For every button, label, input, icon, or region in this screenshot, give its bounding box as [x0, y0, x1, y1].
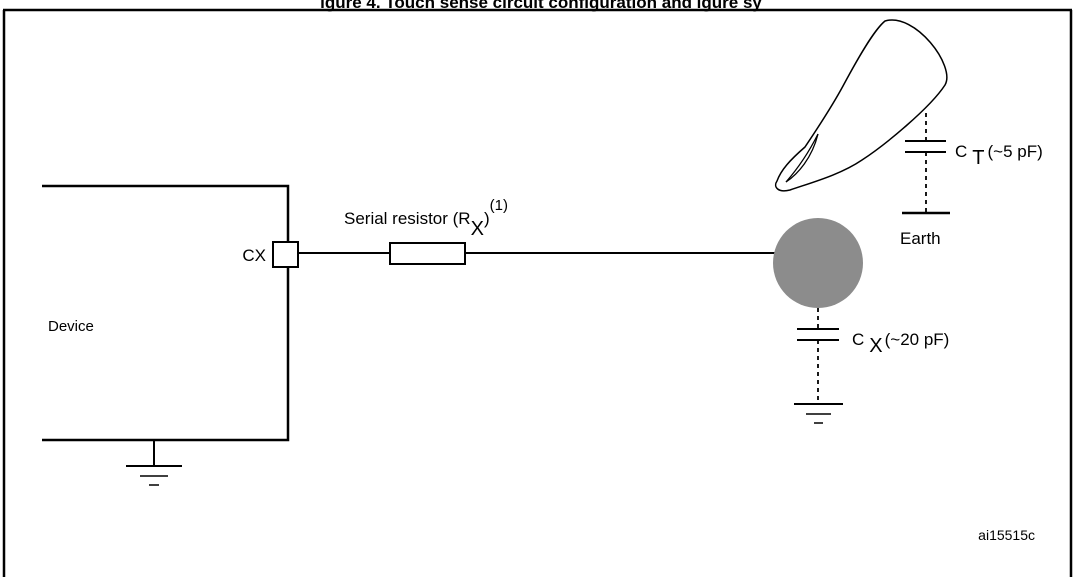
serial-resistor — [389, 242, 466, 265]
cx-pin — [272, 241, 299, 268]
finger-icon — [774, 19, 948, 192]
earth-label: Earth — [900, 229, 941, 248]
figure-title: igure 4. Touch sense circuit configurati… — [320, 0, 762, 12]
touch-electrode — [773, 218, 863, 308]
device-ground-symbol — [126, 440, 182, 486]
serial-resistor-label: Serial resistor (RX)(1) — [344, 197, 508, 240]
electrode-ground-symbol — [794, 403, 843, 424]
figure-id: ai15515c — [978, 527, 1035, 543]
device-outline — [42, 184, 290, 442]
finger-capacitor — [902, 113, 950, 215]
electrode-capacitor — [797, 308, 839, 404]
device-label: Device — [48, 318, 94, 335]
cx-pin-label: CX — [242, 246, 266, 265]
